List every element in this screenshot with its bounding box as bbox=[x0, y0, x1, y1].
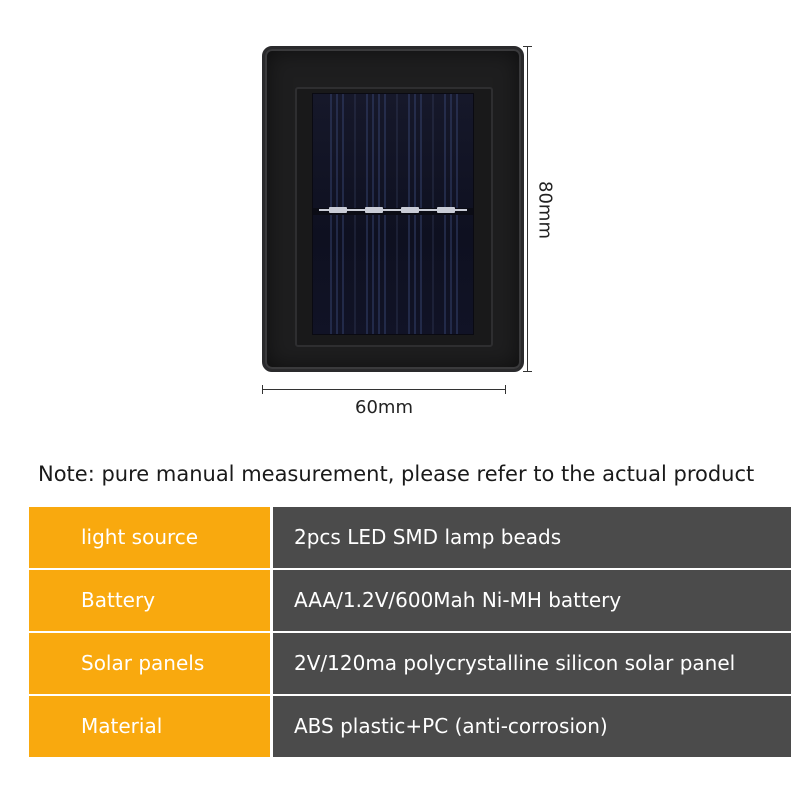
spec-value: AAA/1.2V/600Mah Ni-MH battery bbox=[273, 570, 791, 631]
spec-key: light source bbox=[29, 507, 270, 568]
spec-value: ABS plastic+PC (anti-corrosion) bbox=[273, 696, 791, 757]
spec-table: light source 2pcs LED SMD lamp beads Bat… bbox=[29, 507, 791, 759]
spec-row-battery: Battery AAA/1.2V/600Mah Ni-MH battery bbox=[29, 570, 791, 631]
spec-value: 2pcs LED SMD lamp beads bbox=[273, 507, 791, 568]
spec-key: Solar panels bbox=[29, 633, 270, 694]
height-dimension-line bbox=[523, 46, 532, 372]
width-dimension-line bbox=[262, 385, 506, 394]
height-label: 80mm bbox=[534, 181, 556, 239]
spec-row-solar-panels: Solar panels 2V/120ma polycrystalline si… bbox=[29, 633, 791, 694]
spec-row-material: Material ABS plastic+PC (anti-corrosion) bbox=[29, 696, 791, 757]
measurement-note: Note: pure manual measurement, please re… bbox=[38, 462, 755, 486]
solar-cell-lines bbox=[313, 94, 473, 334]
spec-key: Material bbox=[29, 696, 270, 757]
width-label: 60mm bbox=[355, 397, 413, 418]
spec-value: 2V/120ma polycrystalline silicon solar p… bbox=[273, 633, 791, 694]
spec-key: Battery bbox=[29, 570, 270, 631]
spec-row-light-source: light source 2pcs LED SMD lamp beads bbox=[29, 507, 791, 568]
solar-panel-graphic bbox=[312, 93, 474, 335]
solar-light-product-image bbox=[262, 46, 524, 372]
